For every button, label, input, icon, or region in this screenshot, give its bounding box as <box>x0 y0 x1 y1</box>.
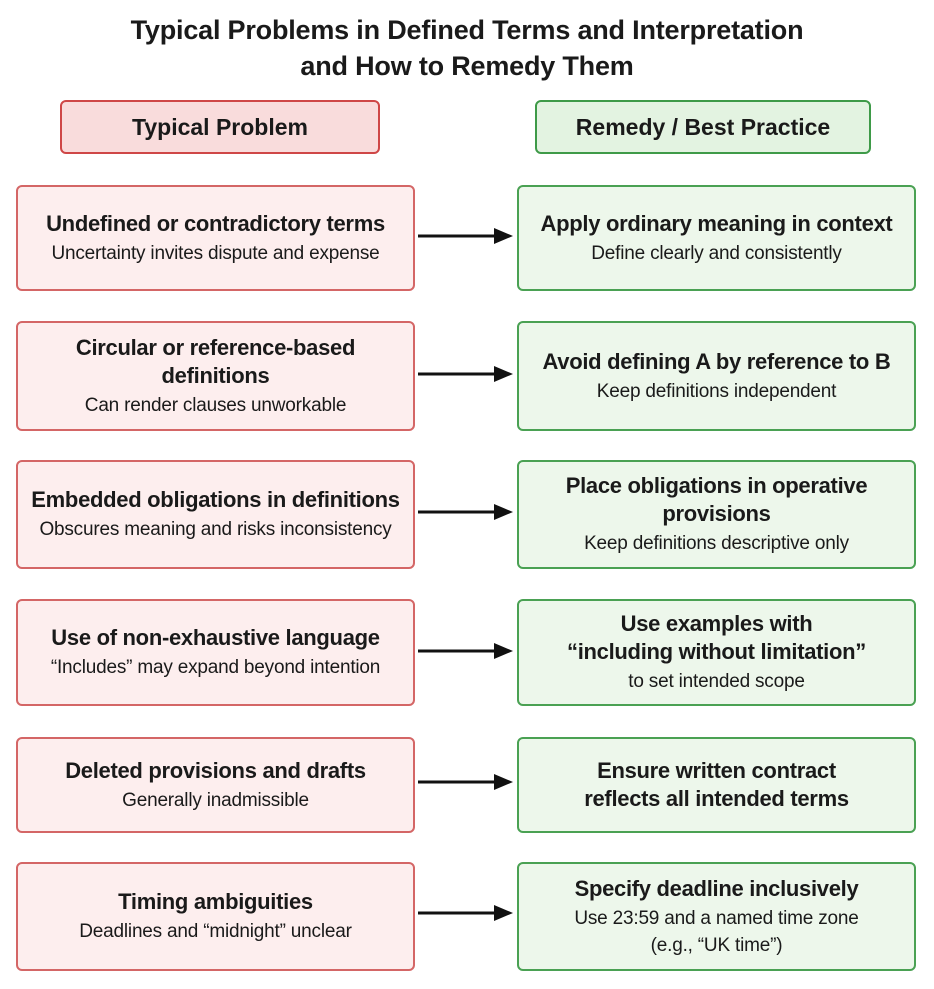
remedy-title-line-1: Ensure written contract <box>597 758 836 783</box>
remedy-description: to set intended scope <box>628 671 805 692</box>
remedy-title-line-2: reflects all intended terms <box>584 786 849 811</box>
problem-description: Deadlines and “midnight” unclear <box>79 921 352 942</box>
problem-title: Deleted provisions and drafts <box>65 757 366 783</box>
problem-description: Uncertainty invites dispute and expense <box>51 242 380 264</box>
remedy-description-line-1: Use 23:59 and a named time zone <box>574 907 859 929</box>
remedy-box-1: Apply ordinary meaning in context Define… <box>517 185 916 291</box>
problem-description: Generally inadmissible <box>122 789 309 811</box>
problem-box-2: Circular or reference-based definitions … <box>16 321 415 431</box>
remedy-box-2: Avoid defining A by reference to B Keep … <box>517 321 916 431</box>
arrow-icon <box>418 905 513 921</box>
problem-title: Undefined or contradictory terms <box>46 210 385 236</box>
problem-title: Use of non-exhaustive language <box>51 625 380 650</box>
problem-box-4: Use of non-exhaustive language “Includes… <box>16 599 415 706</box>
problem-description: Obscures meaning and risks inconsistency <box>39 519 392 540</box>
diagram-title-line-1: Typical Problems in Defined Terms and In… <box>130 15 804 45</box>
arrow-icon <box>418 504 513 520</box>
remedy-description: Define clearly and consistently <box>591 242 842 264</box>
remedy-title: Specify deadline inclusively <box>574 875 859 901</box>
remedy-title: Avoid defining A by reference to B <box>542 348 891 374</box>
problem-description: Can render clauses unworkable <box>84 394 347 416</box>
remedy-box-3: Place obligations in operative provision… <box>517 460 916 569</box>
remedy-description: Keep definitions independent <box>596 380 837 402</box>
problem-title: Embedded obligations in definitions <box>31 487 400 512</box>
arrow-icon <box>418 643 513 659</box>
problem-box-6: Timing ambiguities Deadlines and “midnig… <box>16 862 415 971</box>
problem-box-3: Embedded obligations in definitions Obsc… <box>16 460 415 569</box>
remedy-box-6: Specify deadline inclusively Use 23:59 a… <box>517 862 916 971</box>
remedy-box-5: Ensure written contract reflects all int… <box>517 737 916 833</box>
problem-title: Circular or reference-based definitions <box>75 334 356 388</box>
problem-box-1: Undefined or contradictory terms Uncerta… <box>16 185 415 291</box>
remedy-title-line-2: “including without limitation” <box>567 639 866 664</box>
remedy-description-line-2: (e.g., “UK time”) <box>650 934 783 956</box>
diagram-title-line-2: and How to Remedy Them <box>300 51 634 81</box>
problem-box-5: Deleted provisions and drafts Generally … <box>16 737 415 833</box>
remedy-title: Apply ordinary meaning in context <box>540 210 893 236</box>
remedy-box-4: Use examples with “including without lim… <box>517 599 916 706</box>
arrow-icon <box>418 774 513 790</box>
remedy-description: Keep definitions descriptive only <box>584 533 849 554</box>
arrow-icon <box>418 228 513 244</box>
remedy-description: Use 23:59 and a named time zone (e.g., “… <box>574 905 858 959</box>
remedy-column-header: Remedy / Best Practice <box>535 100 871 154</box>
problem-column-header: Typical Problem <box>60 100 380 154</box>
problem-title: Timing ambiguities <box>118 889 313 914</box>
remedy-title: Place obligations in operative provision… <box>565 473 868 526</box>
arrow-icon <box>418 366 513 382</box>
remedy-title: Ensure written contract reflects all int… <box>584 757 849 813</box>
remedy-title-line-1: Use examples with <box>620 611 813 636</box>
remedy-title: Use examples with “including without lim… <box>567 610 866 666</box>
diagram-title: Typical Problems in Defined Terms and In… <box>0 12 934 84</box>
problem-description: “Includes” may expand beyond intention <box>50 657 381 678</box>
